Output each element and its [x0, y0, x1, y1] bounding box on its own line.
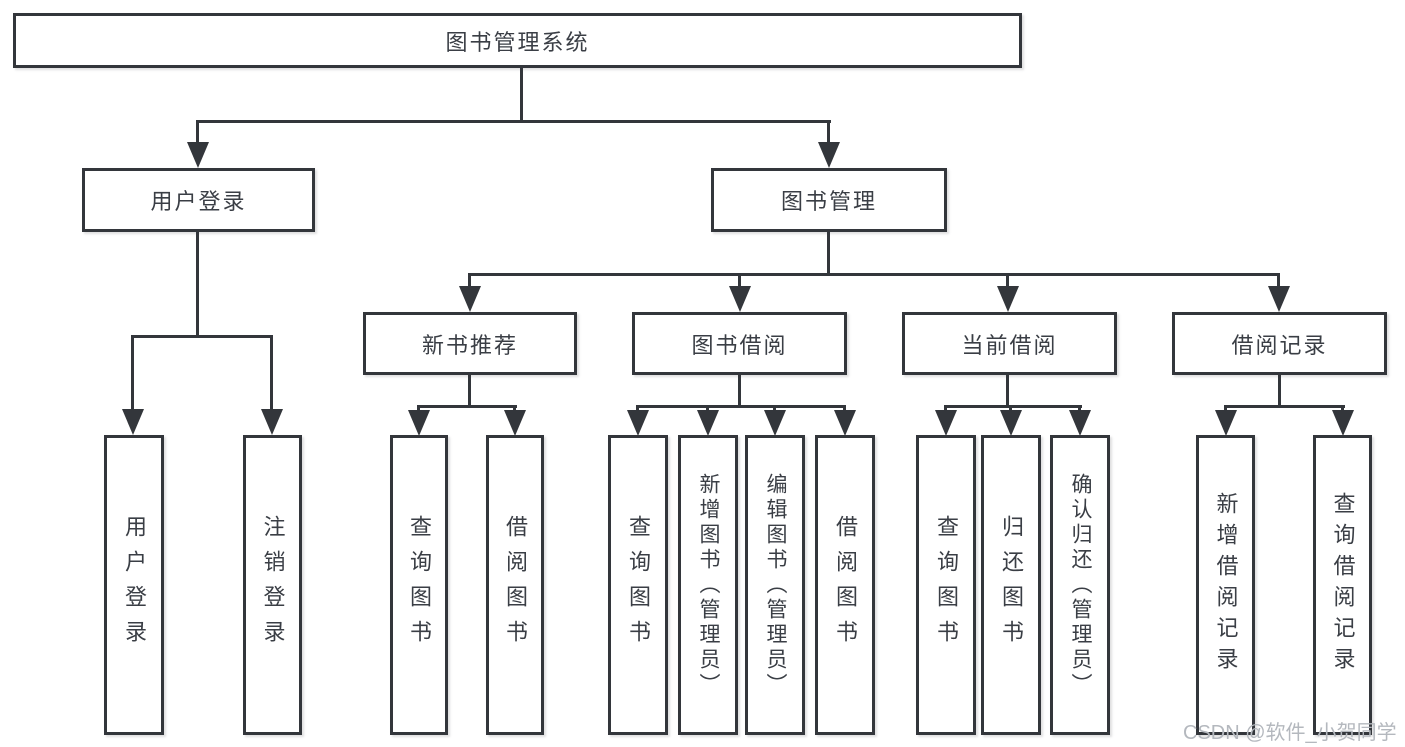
connector-drop	[944, 405, 947, 413]
connector-book-borrow-stem	[738, 375, 741, 405]
leaf-logout: 注销登录	[243, 435, 302, 735]
connector-drop	[636, 405, 639, 413]
node-label: 图书管理	[780, 189, 877, 214]
connector-current-borrow-stem	[1006, 375, 1009, 405]
node-label: 新书推荐	[421, 332, 518, 358]
leaf-current-return-book: 归还图书	[981, 435, 1041, 735]
leaf-borrowing-add-book-admin: 新增图书（管理员）	[678, 435, 738, 735]
arrow-down-icon	[1215, 410, 1237, 436]
connector-drop	[706, 405, 709, 413]
arrow-down-icon	[459, 286, 481, 312]
node-borrow-records: 借阅记录	[1172, 312, 1387, 375]
arrow-down-icon	[997, 286, 1019, 312]
node-user-login: 用户登录	[82, 168, 315, 232]
node-current-borrowing: 当前借阅	[902, 312, 1117, 375]
arrow-down-icon	[1332, 410, 1354, 436]
connector-user-login-stem	[196, 232, 199, 335]
node-label: 当前借阅	[961, 332, 1058, 358]
node-label: 新增借阅记录	[1213, 492, 1239, 678]
node-label: 图书管理系统	[445, 29, 590, 55]
leaf-recommend-borrow-book: 借阅图书	[486, 435, 544, 735]
leaf-record-query-borrow-record: 查询借阅记录	[1313, 435, 1372, 735]
connector-root-branch	[197, 120, 831, 123]
arrow-down-icon	[1000, 410, 1022, 436]
arrow-down-icon	[504, 410, 526, 436]
connector-current-borrow-branch	[944, 405, 1082, 408]
connector-drop-leaf-logout	[270, 335, 273, 411]
connector-drop	[417, 405, 420, 413]
node-label: 查询借阅记录	[1330, 492, 1356, 678]
node-label: 图书借阅	[691, 332, 788, 358]
arrow-down-icon	[261, 409, 283, 435]
connector-drop	[773, 405, 776, 413]
connector-borrow-record-branch	[1224, 405, 1345, 408]
arrow-down-icon	[764, 410, 786, 436]
node-label: 借阅图书	[503, 515, 528, 655]
connector-drop	[513, 405, 516, 413]
arrow-down-icon	[834, 410, 856, 436]
connector-book-borrow-branch	[636, 405, 846, 408]
node-label: 确认归还（管理员）	[1069, 472, 1092, 698]
leaf-record-add-borrow-record: 新增借阅记录	[1196, 435, 1255, 735]
arrow-down-icon	[697, 410, 719, 436]
connector-drop	[1224, 405, 1227, 413]
node-label: 注销登录	[260, 515, 286, 655]
leaf-current-query-book: 查询图书	[916, 435, 976, 735]
node-book-borrowing: 图书借阅	[632, 312, 847, 375]
connector-book-mgmt-stem	[827, 232, 830, 273]
connector-drop-book-borrow	[738, 273, 741, 289]
connector-drop-borrow-record	[1277, 273, 1280, 289]
connector-new-book-stem	[468, 375, 471, 405]
arrow-down-icon	[935, 410, 957, 436]
connector-user-login-branch	[131, 335, 273, 338]
node-library-management-system: 图书管理系统	[13, 13, 1022, 68]
connector-drop	[1341, 405, 1344, 413]
arrow-down-icon	[627, 410, 649, 436]
connector-book-mgmt-branch	[468, 273, 1280, 276]
connector-borrow-record-stem	[1278, 375, 1281, 405]
connector-drop-leaf-login	[131, 335, 134, 411]
node-label: 用户登录	[122, 515, 147, 655]
leaf-recommend-query-book: 查询图书	[390, 435, 448, 735]
node-book-management: 图书管理	[711, 168, 947, 232]
arrow-down-icon	[408, 410, 430, 436]
node-label: 归还图书	[999, 515, 1024, 655]
connector-drop-user-login	[196, 120, 199, 146]
connector-drop	[843, 405, 846, 413]
node-label: 借阅图书	[833, 515, 858, 655]
leaf-user-login: 用户登录	[104, 435, 164, 735]
arrow-down-icon	[187, 142, 209, 168]
node-label: 新增图书（管理员）	[697, 472, 720, 698]
arrow-down-icon	[818, 142, 840, 168]
connector-drop	[1078, 405, 1081, 413]
node-label: 编辑图书（管理员）	[764, 472, 787, 698]
arrow-down-icon	[1268, 286, 1290, 312]
connector-drop-current-borrow	[1006, 273, 1009, 289]
node-label: 用户登录	[150, 189, 247, 214]
connector-drop	[1009, 405, 1012, 413]
connector-root-stem	[520, 68, 523, 120]
connector-new-book-branch	[417, 405, 517, 408]
leaf-current-confirm-return-admin: 确认归还（管理员）	[1050, 435, 1110, 735]
arrow-down-icon	[729, 286, 751, 312]
arrow-down-icon	[1069, 410, 1091, 436]
connector-drop-book-mgmt	[827, 120, 830, 146]
node-label: 借阅记录	[1231, 332, 1328, 358]
leaf-borrowing-borrow-book: 借阅图书	[815, 435, 875, 735]
leaf-borrowing-query-book: 查询图书	[608, 435, 668, 735]
connector-drop-new-book	[468, 273, 471, 289]
node-label: 查询图书	[626, 515, 651, 655]
node-new-book-recommend: 新书推荐	[363, 312, 577, 375]
leaf-borrowing-edit-book-admin: 编辑图书（管理员）	[745, 435, 805, 735]
node-label: 查询图书	[407, 515, 432, 655]
csdn-watermark: CSDN @软件_小贺同学	[1183, 722, 1397, 744]
node-label: 查询图书	[934, 515, 959, 655]
arrow-down-icon	[122, 409, 144, 435]
